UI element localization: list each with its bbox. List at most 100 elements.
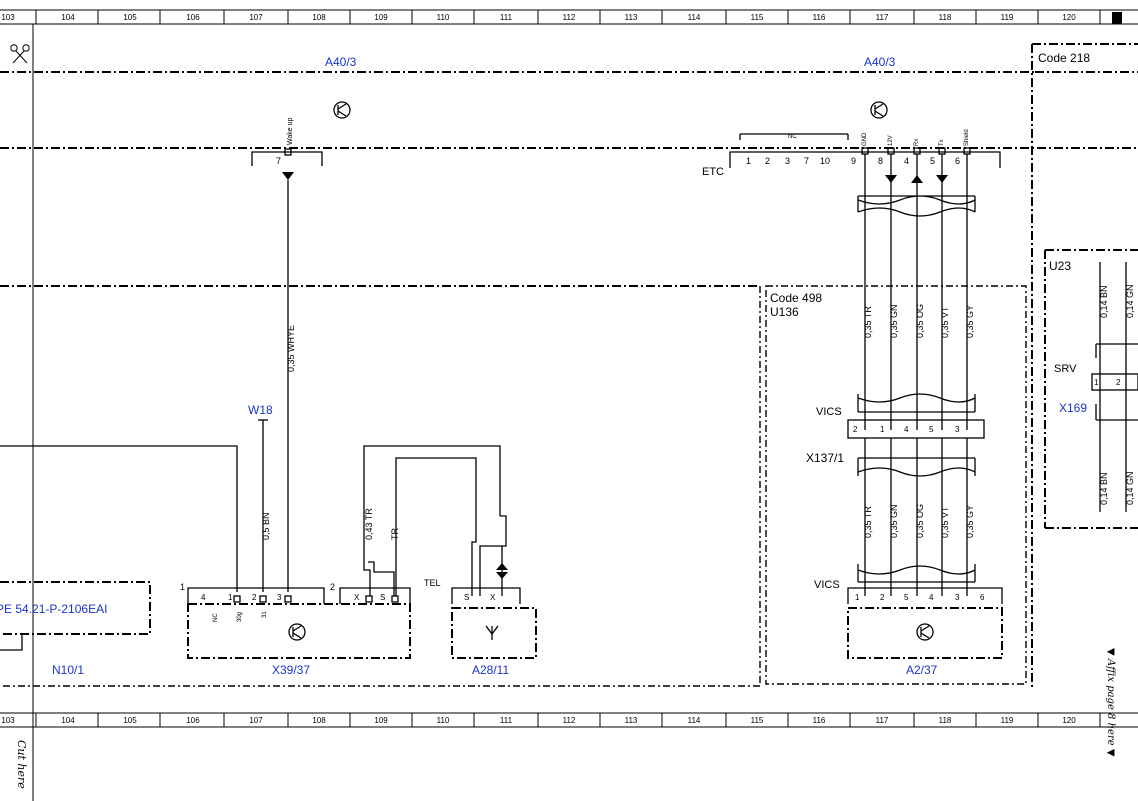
a28-body bbox=[451, 607, 537, 659]
page-corner-mark bbox=[1112, 12, 1122, 24]
code498-boundary bbox=[765, 285, 1027, 685]
x39-pin-number: 1 bbox=[228, 593, 233, 602]
ruler-cell: 111 bbox=[500, 13, 513, 22]
wake-connector-housing bbox=[251, 151, 323, 166]
transistor-symbol-icon bbox=[333, 101, 351, 119]
ruler-cell: 114 bbox=[688, 13, 701, 22]
ruler-cell: 104 bbox=[61, 13, 75, 22]
x137-pin-number: 1 bbox=[880, 425, 885, 434]
x137-pin-number: 4 bbox=[904, 425, 909, 434]
sig-pin-number: 4 bbox=[904, 156, 909, 166]
srv-pin-number: 1 bbox=[1094, 378, 1099, 387]
ruler-cell: 114 bbox=[688, 716, 701, 725]
x137-label: X137/1 bbox=[806, 451, 844, 465]
sig-pin-label: Shield bbox=[964, 129, 970, 146]
a237-body bbox=[847, 607, 1003, 659]
sig-pin-number: 9 bbox=[851, 156, 856, 166]
ruler-cell: 107 bbox=[249, 13, 263, 22]
wake-pin bbox=[284, 148, 292, 156]
affix-page-label: ▼ Affix page 8 here ▼ bbox=[1105, 648, 1116, 757]
wire-label-upper: 0,35 GY bbox=[965, 305, 975, 338]
ruler-cell: 108 bbox=[312, 13, 326, 22]
ruler-cell: 106 bbox=[186, 13, 200, 22]
a28-connector-housing bbox=[451, 587, 521, 604]
wire-label-lower: 0,35 TR bbox=[863, 506, 873, 538]
transistor-symbol-icon bbox=[288, 623, 306, 641]
x39-pin-sub: 31 bbox=[262, 611, 268, 618]
a28-label: A28/11 bbox=[472, 663, 509, 677]
a40-right-label: A40/3 bbox=[864, 55, 896, 69]
a237-pin-number: 3 bbox=[955, 593, 960, 602]
ruler-cell: 113 bbox=[625, 13, 638, 22]
wire-label-upper: 0,35 GN bbox=[889, 304, 899, 338]
upper-wire-bundle bbox=[864, 154, 968, 430]
bottom-ruler: 103 104 105 106 107 108 109 110 111 112 … bbox=[0, 712, 1138, 728]
wire-label-whye: 0,35 WHYE bbox=[286, 325, 296, 372]
cut-here-label: Cut here bbox=[15, 740, 28, 789]
a237-pin-number: 1 bbox=[855, 593, 860, 602]
wire-coax-outer bbox=[363, 445, 501, 596]
x39-pin-sub: NC bbox=[213, 613, 219, 622]
wire-label-lower: 0,35 VT bbox=[940, 506, 950, 538]
ruler-cell: 108 bbox=[312, 716, 326, 725]
x39-pin-terminals bbox=[233, 595, 292, 603]
n10-stub bbox=[0, 634, 23, 651]
ruler-cell: 119 bbox=[1001, 716, 1014, 725]
ruler-cell: 107 bbox=[249, 716, 263, 725]
ruler-cell: 116 bbox=[813, 13, 826, 22]
ruler-cell: 113 bbox=[625, 716, 638, 725]
etc-connector-housing bbox=[729, 151, 1001, 168]
transistor-symbol-icon bbox=[916, 623, 934, 641]
wire-label-tr043: 0,43 TR bbox=[364, 508, 374, 540]
wire-n10-signal bbox=[0, 445, 238, 592]
x137-pin-number: 3 bbox=[955, 425, 960, 434]
ruler-cell: 115 bbox=[751, 13, 764, 22]
a28-x-pin: X bbox=[490, 593, 496, 602]
ruler-cell: 118 bbox=[939, 13, 952, 22]
vics-shield-2 bbox=[857, 564, 976, 583]
nc-pin-number: 2 bbox=[765, 156, 770, 166]
ruler-cell: 103 bbox=[1, 13, 15, 22]
ruler-cell: 110 bbox=[437, 13, 450, 22]
ruler-cell: 104 bbox=[61, 716, 75, 725]
wire-label-bn: 0,5 BN bbox=[261, 512, 271, 540]
ruler-cell: 103 bbox=[1, 716, 15, 725]
ruler-cell: 109 bbox=[374, 716, 388, 725]
ruler-cell: 115 bbox=[751, 716, 764, 725]
twisted-pair-shield-top bbox=[857, 195, 976, 217]
w18-label: W18 bbox=[248, 403, 273, 417]
x39-group2-number: 2 bbox=[330, 582, 335, 592]
wire-label-lower: 0,35 GN bbox=[889, 504, 899, 538]
n10-ref-box bbox=[0, 581, 151, 635]
u23-wire-label-bot: 0,14 BN bbox=[1099, 472, 1109, 505]
x39-label: X39/37 bbox=[272, 663, 310, 677]
srv-shield bbox=[1095, 343, 1138, 421]
a40-left-label: A40/3 bbox=[325, 55, 357, 69]
x39-pin-number: 3 bbox=[277, 593, 282, 602]
transistor-symbol-icon bbox=[870, 101, 888, 119]
sig-pin-label: 12V bbox=[888, 135, 894, 146]
code218-label: Code 218 bbox=[1038, 51, 1090, 65]
x39-pin-number: 4 bbox=[201, 593, 206, 602]
ruler-cell: 112 bbox=[563, 13, 576, 22]
sig-pin-number: 5 bbox=[930, 156, 935, 166]
ruler-cell: 111 bbox=[500, 716, 513, 725]
antenna-icon bbox=[485, 625, 499, 640]
sig-pin-label: Rx bbox=[914, 139, 920, 146]
sig-pin-number: 6 bbox=[955, 156, 960, 166]
code498-label: Code 498 bbox=[770, 291, 822, 305]
x39-pin-number: 2 bbox=[252, 593, 257, 602]
x39-body bbox=[187, 603, 411, 659]
a28-s-pin: S bbox=[464, 593, 469, 602]
scissors-icon bbox=[10, 44, 30, 64]
wire-label-upper: 0,35 OG bbox=[915, 304, 925, 338]
srv-pin-number: 2 bbox=[1116, 378, 1121, 387]
wire-label-tr: TR bbox=[390, 528, 400, 540]
x169-label: X169 bbox=[1059, 401, 1087, 415]
ground-arrow-icon bbox=[282, 172, 294, 180]
wire-label-upper: 0,35 VT bbox=[940, 306, 950, 338]
top-ruler: 103 104 105 106 107 108 109 110 111 112 … bbox=[0, 9, 1138, 25]
ruler-cell: 120 bbox=[1062, 716, 1076, 725]
a237-pin-number: 4 bbox=[929, 593, 934, 602]
wire-coax-inner2 bbox=[479, 515, 507, 596]
